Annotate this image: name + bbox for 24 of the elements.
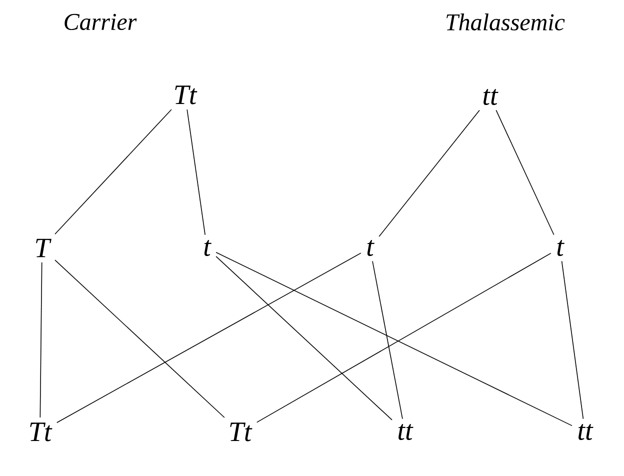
cross-line bbox=[54, 109, 172, 234]
cross-line bbox=[216, 252, 572, 426]
cross-line bbox=[372, 260, 403, 420]
heading-label: Carrier bbox=[64, 14, 137, 30]
genotype-label: t bbox=[367, 240, 374, 256]
genotype-label: tt bbox=[578, 424, 594, 440]
cross-line bbox=[56, 252, 362, 423]
cross-line bbox=[496, 110, 554, 236]
cross-line bbox=[256, 252, 552, 423]
heading-label: Thalassemic bbox=[446, 14, 565, 30]
genotype-label: Tt bbox=[30, 422, 52, 442]
cross-line bbox=[561, 260, 584, 420]
genotype-label: tt bbox=[398, 424, 414, 440]
genotype-label: T bbox=[36, 238, 52, 258]
genotype-label: t bbox=[557, 240, 564, 256]
genotype-label: Tt bbox=[230, 422, 252, 442]
genotype-label: tt bbox=[483, 88, 498, 105]
cross-line bbox=[186, 109, 206, 236]
cross-line bbox=[40, 262, 42, 418]
cross-line bbox=[54, 260, 225, 418]
cross-line bbox=[378, 110, 480, 237]
genotype-label: t bbox=[204, 240, 212, 256]
genotype-label: Tt bbox=[175, 86, 198, 104]
cross-line bbox=[216, 256, 392, 420]
